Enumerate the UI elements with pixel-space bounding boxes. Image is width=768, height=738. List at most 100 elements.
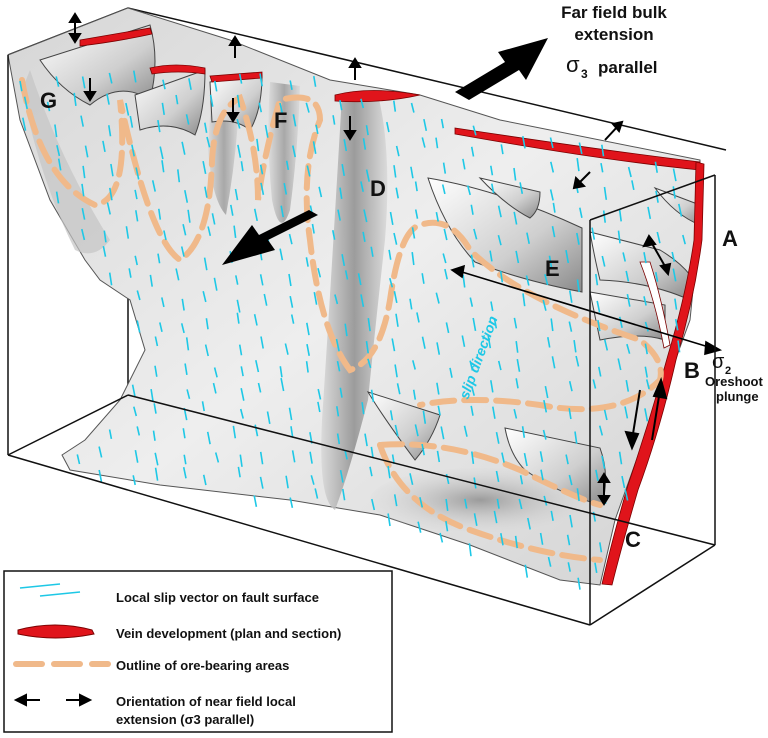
slip-vector-mark xyxy=(513,409,518,419)
slip-vector-mark xyxy=(491,183,495,194)
slip-vector-mark xyxy=(259,274,264,286)
slip-vector-mark xyxy=(253,208,258,222)
slip-vector-mark xyxy=(257,382,262,393)
slip-vector-mark xyxy=(409,473,414,485)
slip-vector-mark xyxy=(239,454,243,467)
slip-vector-mark xyxy=(125,102,130,116)
slip-vector-mark xyxy=(103,230,107,243)
vein-symbol xyxy=(17,624,95,639)
slip-vector-mark xyxy=(84,145,89,158)
slip-vector-mark xyxy=(181,141,186,155)
slip-vector-mark xyxy=(371,498,376,511)
block-box-front xyxy=(7,55,716,626)
slip-vector-mark xyxy=(158,208,162,220)
slip-vector-mark xyxy=(600,162,604,173)
slip-vector-mark xyxy=(185,337,190,351)
veins xyxy=(79,27,705,586)
slip-vector-mark xyxy=(135,167,140,180)
slip-vector-mark xyxy=(578,142,583,155)
slip-vector-mark xyxy=(416,312,420,323)
slip-vector-mark xyxy=(185,114,190,125)
slip-vector-mark xyxy=(236,299,241,313)
slip-vector-mark xyxy=(490,301,494,312)
slip-vector-mark xyxy=(497,360,502,371)
slip-vector-mark xyxy=(497,205,502,218)
slip-vector-mark xyxy=(336,433,341,445)
slip-vector-mark xyxy=(311,223,315,234)
slip-vector-mark xyxy=(440,426,445,440)
slip-vector-mark xyxy=(73,92,77,107)
slip-vector-mark xyxy=(435,211,439,222)
slip-vector-mark xyxy=(128,268,132,278)
slip-vector-mark xyxy=(106,202,111,215)
slip-vector-mark xyxy=(362,138,367,150)
slip-vector-mark xyxy=(522,293,526,307)
slip-vector-mark xyxy=(470,146,475,157)
slip-vector-mark xyxy=(574,431,578,444)
title-line-2: extension xyxy=(574,25,653,44)
zone-labels: A B C D E F G xyxy=(40,88,738,552)
far-field-arrow xyxy=(455,38,548,100)
shear-couple-arrows xyxy=(624,377,668,451)
slip-vector-mark xyxy=(565,249,570,264)
slip-vector-mark xyxy=(149,274,153,287)
slip-vector-mark xyxy=(289,497,294,508)
slip-vector-mark xyxy=(240,161,244,172)
slip-vector-mark xyxy=(576,488,580,502)
slip-vector-mark xyxy=(201,401,205,412)
slip-vector-mark xyxy=(624,489,629,501)
zone-label-b: B xyxy=(684,358,700,383)
slip-vector-mark xyxy=(573,339,577,353)
sigma2-axis xyxy=(450,264,723,356)
ridge-g xyxy=(22,70,110,254)
slip-vector-mark xyxy=(568,321,573,332)
slip-vector-mark xyxy=(259,476,264,489)
slip-vector-mark xyxy=(150,388,154,402)
title-parallel: parallel xyxy=(598,58,658,77)
slip-vector-mark xyxy=(412,360,416,370)
slip-vector-mark xyxy=(603,339,609,351)
channel-d xyxy=(321,95,388,510)
slip-vector-mark xyxy=(601,255,606,267)
slip-vector-mark xyxy=(443,228,448,241)
slip-vector-mark xyxy=(76,454,81,465)
slip-vector-mark xyxy=(182,224,187,236)
slip-vector-mark xyxy=(410,166,414,179)
slip-vector-mark xyxy=(129,115,134,128)
slip-vector-mark xyxy=(339,387,343,398)
ore-outlines xyxy=(19,77,664,563)
sigma2-symbol: σ xyxy=(712,351,725,373)
slip-vector-mark xyxy=(310,475,315,485)
slip-vector-mark xyxy=(204,186,208,198)
slip-vector-mark xyxy=(594,562,598,574)
slip-vector-mark xyxy=(419,497,424,508)
slip-vector-mark xyxy=(363,209,368,223)
slip-vector-mark xyxy=(672,168,677,182)
slip-vector-mark xyxy=(342,488,346,501)
slip-vector-mark xyxy=(655,272,659,282)
slip-vector-mark xyxy=(627,166,632,178)
slip-vector-mark xyxy=(550,318,554,332)
slip-vector-mark xyxy=(305,257,309,267)
zone-label-a: A xyxy=(722,226,738,251)
slip-vector-mark xyxy=(335,338,340,352)
slip-vector-mark xyxy=(213,367,218,378)
slip-vector-mark xyxy=(157,119,161,133)
slip-vector-mark xyxy=(213,277,218,291)
slip-vector-mark xyxy=(515,378,519,389)
slip-vector-mark xyxy=(344,270,349,280)
slip-vector-mark xyxy=(82,165,86,179)
slip-vector-mark xyxy=(360,294,365,307)
slip-vector-mark xyxy=(617,230,621,244)
slip-vector-mark xyxy=(133,70,137,83)
slip-vector-mark xyxy=(279,102,284,115)
slip-vector-mark xyxy=(393,165,397,178)
slip-vector-mark xyxy=(411,227,416,239)
slip-vector-mark xyxy=(473,228,478,240)
slip-vector-mark xyxy=(209,94,214,107)
slip-vector-mark xyxy=(544,385,549,399)
slip-vector-mark xyxy=(336,406,340,417)
slip-vector-mark xyxy=(102,140,106,153)
slip-vector-mark xyxy=(253,495,258,507)
slip-vector-mark xyxy=(409,298,413,310)
